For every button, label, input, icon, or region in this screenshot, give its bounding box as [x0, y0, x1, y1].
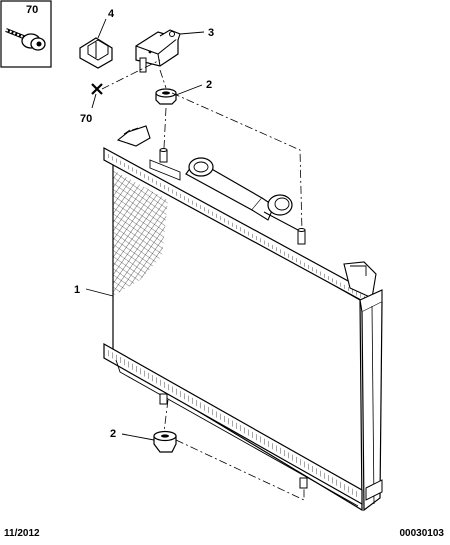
callout-2-lower: 2	[110, 428, 116, 440]
footer-code: 00030103	[399, 528, 445, 539]
callout-70-marker: 70	[80, 113, 92, 125]
callout-70-inset: 70	[26, 4, 38, 16]
bottom-pin-right	[299, 477, 308, 489]
inset-box: 70	[0, 0, 52, 68]
footer-date: 11/2012	[4, 528, 40, 539]
fastener-marker: 70	[80, 83, 103, 125]
bracket-part: 3	[135, 27, 214, 73]
radiator: 1	[74, 125, 383, 512]
callout-2-upper: 2	[206, 79, 212, 91]
callout-1: 1	[74, 284, 80, 296]
screw-icon	[5, 28, 46, 51]
upper-hose	[185, 157, 299, 231]
callout-3: 3	[208, 27, 214, 39]
grommet-lower: 2	[110, 428, 177, 453]
callout-4: 4	[108, 8, 115, 20]
grommet-upper: 2	[155, 79, 212, 105]
bottom-pin-left	[159, 393, 168, 405]
top-pin-left	[159, 148, 168, 163]
clip-part: 4	[79, 8, 115, 69]
top-pin-right	[297, 228, 306, 245]
